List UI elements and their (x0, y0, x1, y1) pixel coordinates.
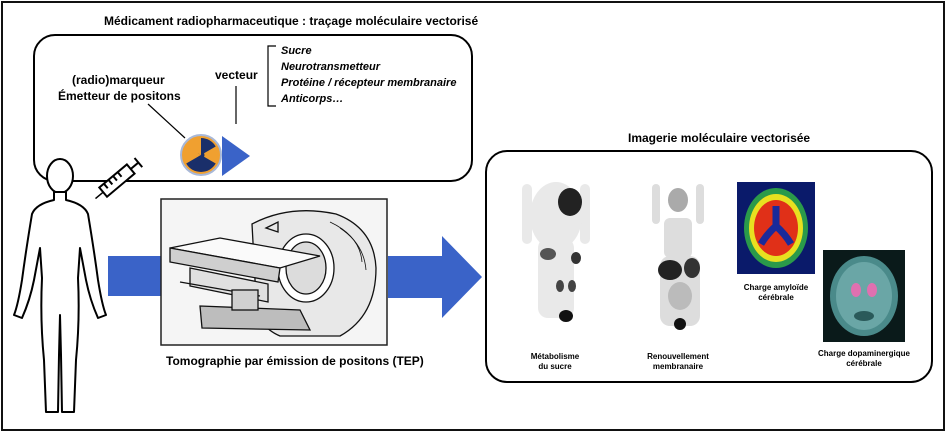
vector-example-4: Anticorps… (281, 93, 344, 105)
caption-dopamine: Charge dopaminergique cérébrale (808, 349, 920, 369)
caption-amyloid-line1: Charge amyloïde (743, 283, 809, 292)
output-arrow-icon (388, 236, 482, 318)
marker-label-line2: Émetteur de positons (58, 89, 181, 103)
amyloid-brain-scan (737, 182, 815, 274)
caption-sugar-line2: du sucre (538, 362, 572, 371)
caption-membrane: Renouvellement membranaire (640, 352, 716, 372)
caption-dopamine-line2: cérébrale (846, 359, 882, 368)
tracer-title: Médicament radiopharmaceutique : traçage… (104, 14, 479, 28)
vector-triangle-icon (222, 136, 250, 176)
tracer-box (33, 34, 473, 182)
caption-membrane-line2: membranaire (652, 362, 704, 371)
vector-example-1: Sucre (281, 45, 312, 57)
tracer-graphic (147, 86, 250, 176)
human-body-icon (13, 158, 107, 413)
caption-amyloid: Charge amyloïde cérébrale (734, 283, 818, 303)
bracket-icon (267, 45, 276, 107)
radioactive-icon (180, 134, 222, 176)
caption-dopamine-line1: Charge dopaminergique (817, 349, 910, 358)
dopamine-brain-scan (823, 250, 905, 342)
choline-body-scan (652, 184, 704, 330)
vector-example-3: Protéine / récepteur membranaire (281, 77, 457, 89)
caption-sugar: Métabolisme du sucre (520, 352, 590, 372)
caption-membrane-line1: Renouvellement (647, 352, 709, 361)
caption-sugar-line1: Métabolisme (530, 352, 580, 361)
imaging-box (485, 150, 933, 383)
imaging-title: Imagerie moléculaire vectorisée (628, 131, 811, 145)
vector-example-2: Neurotransmetteur (281, 61, 381, 73)
vector-label: vecteur (215, 68, 258, 82)
input-arrow-icon (108, 256, 162, 296)
caption-amyloid-line2: cérébrale (758, 293, 794, 302)
marker-pointer-line (147, 103, 186, 139)
pet-scanner-icon (160, 198, 388, 346)
syringe-icon (95, 157, 144, 200)
fdg-body-scan (522, 182, 590, 322)
marker-label-line1: (radio)marqueur (72, 73, 165, 87)
scanner-caption: Tomographie par émission de positons (TE… (166, 354, 424, 368)
